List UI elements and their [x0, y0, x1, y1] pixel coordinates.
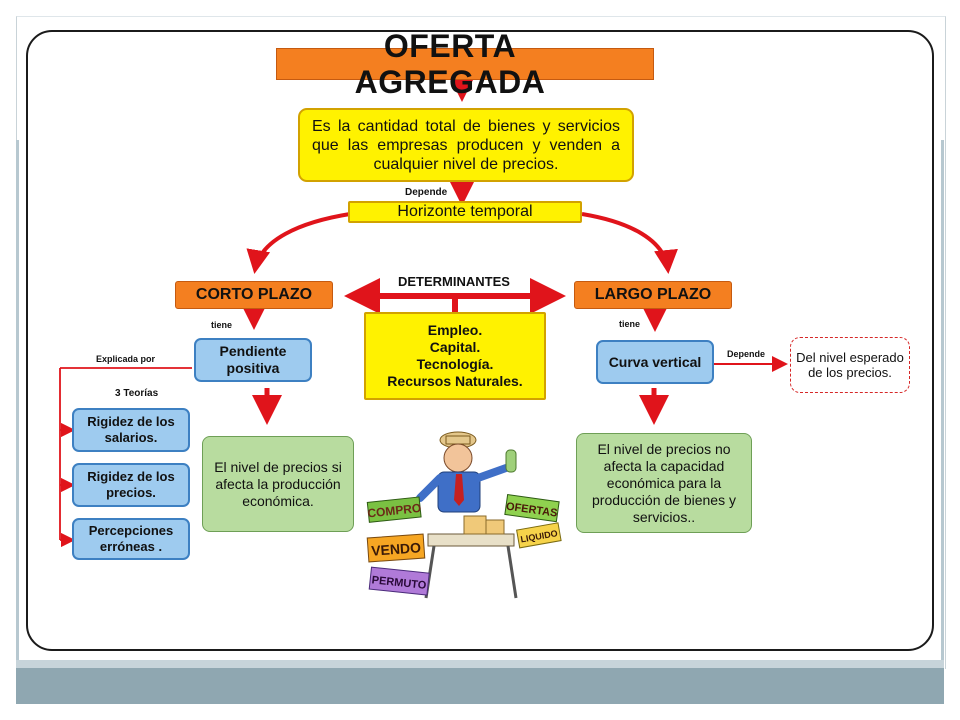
footer-band	[16, 668, 944, 704]
title-bar	[276, 48, 654, 80]
corto-plazo-title: CORTO PLAZO	[195, 286, 313, 303]
teoria-box: Rigidez de los salarios.	[72, 408, 190, 452]
determinante-item: Capital.	[429, 339, 481, 355]
right-accent-line	[941, 140, 944, 660]
label-depende-largo: Depende	[727, 349, 766, 359]
corto-efecto-text: El nivel de precios si afecta la producc…	[214, 458, 342, 509]
determinante-item: Tecnología.	[416, 356, 494, 372]
corto-efecto-box: El nivel de precios si afecta la producc…	[202, 436, 354, 532]
label-tiene-largo: tiene	[619, 319, 641, 329]
sign-compro: COMPRO	[367, 496, 422, 523]
teoria-text: Rigidez de los salarios.	[87, 414, 175, 445]
nivel-esperado-box: Del nivel esperado de los precios.	[790, 337, 910, 393]
page-title: OFERTA AGREGADA	[354, 28, 546, 100]
definition-box: Es la cantidad total de bienes y servici…	[298, 108, 634, 182]
sign-permuto: PERMUTO	[368, 566, 430, 596]
sign-ofertas: OFERTAS	[504, 494, 560, 523]
svg-text:PERMUTO: PERMUTO	[371, 574, 427, 592]
teoria-box: Percepciones erróneas .	[72, 518, 190, 560]
label-depende-top: Depende	[405, 187, 448, 198]
arrow-horizonte-to-corto	[246, 212, 351, 274]
vendor-illustration: COMPRO VENDO PERMUTO OFERTAS LIQUIDO	[366, 431, 562, 599]
svg-text:COMPRO: COMPRO	[367, 501, 422, 521]
market-table	[427, 533, 515, 547]
nivel-esperado-text: Del nivel esperado de los precios.	[796, 350, 904, 380]
largo-efecto-box: El nivel de precios no afecta la capacid…	[576, 433, 752, 533]
label-determinantes: DETERMINANTES	[398, 274, 510, 289]
arrow-horizonte-to-largo	[581, 212, 678, 274]
vendor-figure	[416, 431, 517, 513]
teoria-text: Percepciones erróneas .	[88, 523, 174, 554]
curva-vertical-text: Curva vertical	[608, 353, 702, 370]
pendiente-positiva-text: Pendiente positiva	[219, 343, 287, 376]
sign-vendo: VENDO	[366, 533, 426, 563]
label-tiene-corto: tiene	[211, 320, 233, 330]
largo-efecto-text: El nivel de precios no afecta la capacid…	[592, 440, 736, 525]
determinante-item: Empleo.	[427, 322, 483, 338]
svg-text:VENDO: VENDO	[371, 539, 422, 558]
label-3-teorias: 3 Teorías	[115, 388, 159, 399]
corto-plazo-box: CORTO PLAZO	[175, 281, 333, 309]
largo-plazo-title: LARGO PLAZO	[594, 286, 712, 303]
curva-vertical-box: Curva vertical	[596, 340, 714, 384]
pendiente-positiva-box: Pendiente positiva	[194, 338, 312, 382]
label-explicada-por: Explicada por	[96, 354, 156, 364]
definition-text: Es la cantidad total de bienes y servici…	[312, 117, 620, 173]
largo-plazo-box: LARGO PLAZO	[574, 281, 732, 309]
teoria-box: Rigidez de los precios.	[72, 463, 190, 507]
left-accent-line	[16, 140, 19, 660]
horizonte-text: Horizonte temporal	[397, 203, 533, 220]
concept-map-frame	[26, 30, 934, 651]
sign-liquido: LIQUIDO	[516, 522, 562, 549]
horizonte-box: Horizonte temporal	[348, 201, 582, 223]
footer-band-light	[16, 660, 944, 668]
teoria-text: Rigidez de los precios.	[87, 469, 175, 500]
determinante-item: Recursos Naturales.	[387, 373, 523, 389]
determinantes-box: Empleo. Capital. Tecnología. Recursos Na…	[364, 312, 546, 400]
